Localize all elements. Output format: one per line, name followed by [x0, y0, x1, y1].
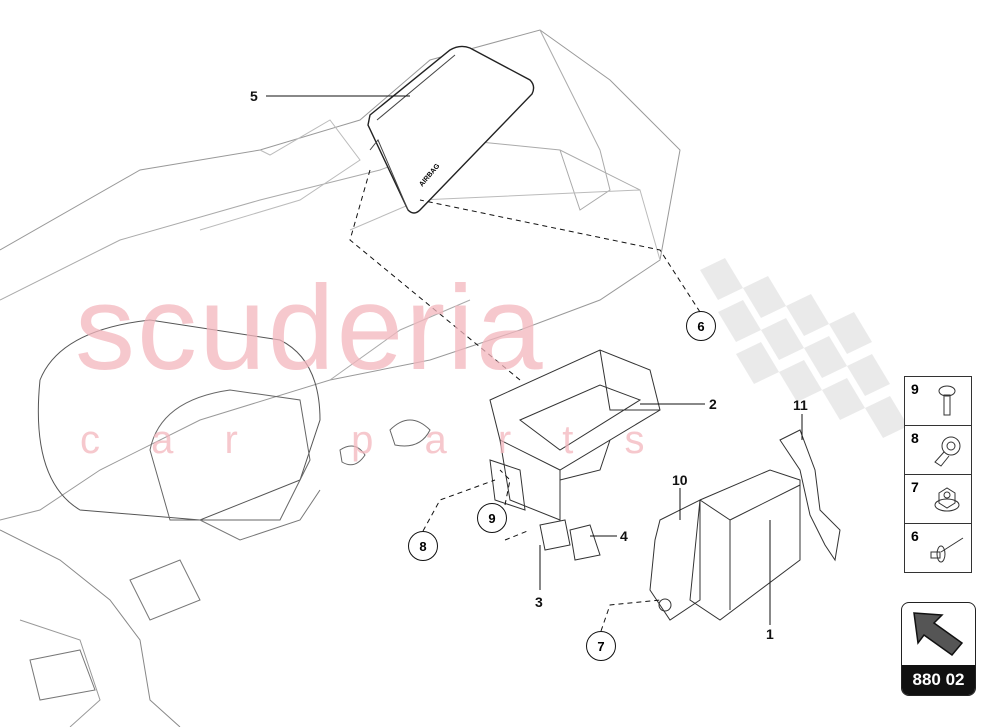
- screw-icon: [938, 385, 956, 416]
- callout-10[interactable]: 10: [672, 472, 688, 488]
- legend-item-8[interactable]: 8: [905, 426, 971, 475]
- circled-callout-8[interactable]: 8: [408, 531, 438, 561]
- callout-5[interactable]: 5: [250, 88, 258, 104]
- self-tapping-screw-icon: [934, 436, 961, 467]
- legend-number: 9: [911, 381, 919, 397]
- page-navigation-button[interactable]: 880 02: [901, 602, 976, 696]
- legend-number: 7: [911, 479, 919, 495]
- legend-item-6[interactable]: 6: [905, 524, 971, 572]
- legend-item-7[interactable]: 7: [905, 475, 971, 524]
- page-code: 880 02: [902, 665, 975, 695]
- callout-1[interactable]: 1: [766, 626, 774, 642]
- callout-3[interactable]: 3: [535, 594, 543, 610]
- arrow-up-left-icon: [913, 612, 964, 657]
- legend-number: 6: [911, 528, 919, 544]
- rivet-icon: [930, 537, 964, 563]
- fastener-legend: 9 8 7 6: [904, 376, 972, 573]
- circled-callout-9[interactable]: 9: [477, 503, 507, 533]
- legend-item-9[interactable]: 9: [905, 377, 971, 426]
- flange-nut-icon: [934, 487, 960, 512]
- watermark-sub: c a r p a r t s: [80, 418, 665, 462]
- circled-callout-7[interactable]: 7: [586, 631, 616, 661]
- watermark-brand: scuderia: [75, 261, 545, 395]
- circled-callout-6[interactable]: 6: [686, 311, 716, 341]
- callout-2[interactable]: 2: [709, 396, 717, 412]
- callout-4[interactable]: 4: [620, 528, 628, 544]
- callout-11[interactable]: 11: [793, 397, 808, 413]
- legend-number: 8: [911, 430, 919, 446]
